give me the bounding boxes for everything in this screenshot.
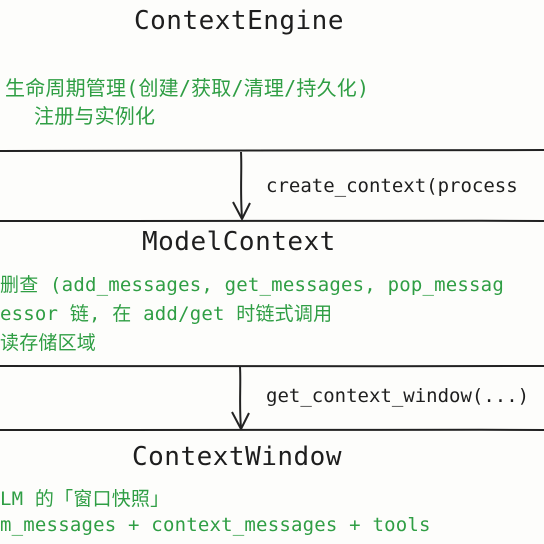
arrow-engine-to-model-head: [232, 201, 251, 220]
window-snapshot-text: LM 的「窗口快照」: [0, 488, 170, 510]
model-box-top-border: [0, 219, 544, 223]
window-composition-text: m_messages + context_messages + tools: [0, 514, 431, 536]
engine-box-bottom-border: [0, 149, 544, 152]
window-box-top-border: [0, 428, 544, 432]
arrow-engine-to-model-shaft: [240, 151, 243, 219]
arrow-model-to-window-head: [231, 411, 250, 430]
model-box-bottom-border: [0, 364, 544, 368]
model-storage-text: 读存储区域: [0, 332, 97, 354]
model-crud-text: 删查 (add_messages, get_messages, pop_mess…: [0, 274, 504, 296]
create-context-label: create_context(process: [266, 175, 518, 197]
arrow-model-to-window-shaft: [239, 366, 242, 429]
model-processor-text: essor 链, 在 add/get 时链式调用: [0, 303, 333, 325]
engine-register-text: 注册与实例化: [34, 104, 156, 128]
engine-title: ContextEngine: [134, 6, 344, 36]
engine-lifecycle-text: 生命周期管理(创建/获取/清理/持久化): [5, 76, 370, 100]
get-context-window-label: get_context_window(...): [266, 385, 530, 407]
model-title: ModelContext: [142, 227, 336, 257]
window-title: ContextWindow: [132, 442, 342, 472]
